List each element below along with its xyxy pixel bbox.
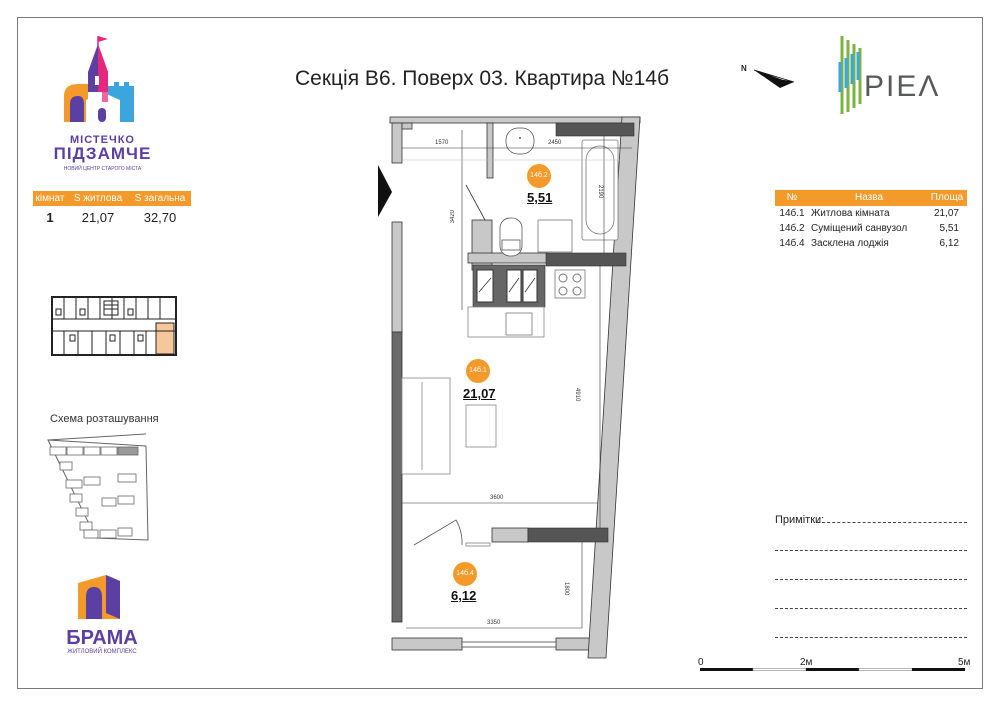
pidzamche-logo-icon	[64, 36, 134, 122]
notes-line	[775, 637, 967, 638]
room-name: Житлова кімната	[811, 208, 890, 219]
summary-header-rooms: кімнат	[35, 193, 65, 204]
location-scheme-title: Схема розташування	[50, 413, 159, 425]
brand-tagline: НОВИЙ ЦЕНТР СТАРОГО МІСТА	[63, 166, 142, 172]
riel-logo-icon	[838, 36, 862, 114]
rooms-header-area: Площа	[930, 192, 964, 203]
riel-logo-text: PIEΛ	[864, 70, 941, 103]
room-area: 21,07	[933, 208, 959, 219]
notes-line	[775, 579, 967, 580]
floor-overview-thumbnail	[51, 296, 177, 356]
room-area: 6,12	[939, 238, 959, 249]
rooms-header-name: Назва	[854, 192, 884, 203]
brama-tagline: ЖИТЛОВИЙ КОМПЛЕКС	[67, 649, 137, 655]
table-row: 14б.4 Засклена лоджія 6,12	[775, 237, 967, 251]
scale-label-5m: 5м	[958, 657, 971, 668]
scale-label-0: 0	[698, 657, 704, 668]
north-label: N	[741, 64, 747, 73]
room-area-bathroom: 5,51	[527, 190, 553, 205]
summary-total-area-value: 32,70	[143, 210, 177, 225]
dimension-2450: 2450	[548, 140, 562, 146]
dimension-3600: 3600	[490, 495, 504, 501]
brama-logo-icon	[78, 575, 120, 619]
rooms-header-number: №	[786, 192, 798, 203]
dimension-3350: 3350	[487, 620, 501, 626]
room-badge-bathroom: 14б.2	[527, 164, 551, 188]
table-row: 14б.1 Житлова кімната 21,07	[775, 207, 967, 221]
page-border	[17, 17, 983, 689]
rooms-table-header: № Назва Площа	[775, 190, 967, 206]
dimension-1570: 1570	[435, 140, 449, 146]
room-name: Суміщений санвузол	[811, 223, 908, 234]
room-badge-living: 14б.1	[466, 359, 490, 383]
notes-line	[817, 522, 967, 523]
dimension-3420: 3420	[450, 210, 456, 224]
summary-header-living-area: S житлова	[73, 193, 123, 204]
room-badge-loggia: 14б.4	[453, 562, 477, 586]
page-title: Секція В6. Поверх 03. Квартира №14б	[295, 67, 669, 90]
summary-header-total-area: S загальна	[134, 193, 186, 204]
north-arrow-icon	[753, 69, 795, 88]
room-area-living: 21,07	[463, 386, 496, 401]
room-area-loggia: 6,12	[451, 588, 477, 603]
summary-values: 1 21,07 32,70	[33, 210, 191, 225]
scale-label-2m: 2м	[800, 657, 813, 668]
notes-line	[775, 550, 967, 551]
brama-name: БРАМА	[66, 627, 138, 649]
summary-living-area-value: 21,07	[81, 210, 115, 225]
location-scheme-map	[47, 433, 149, 541]
dimension-1800: 1800	[563, 582, 569, 596]
room-name: Засклена лоджія	[811, 238, 889, 249]
room-area: 5,51	[939, 223, 959, 234]
entry-arrow-icon	[378, 165, 392, 217]
table-row: 14б.2 Суміщений санвузол 5,51	[775, 222, 967, 236]
brand-name-line1: МІСТЕЧКО	[70, 134, 135, 146]
dimension-2190: 2190	[597, 185, 603, 199]
floor-plan	[378, 116, 641, 659]
notes-line	[775, 608, 967, 609]
notes-label: Примітки:	[775, 514, 825, 526]
room-number: 14б.4	[779, 238, 805, 249]
dimension-4910: 4910	[574, 388, 580, 402]
brand-name-line2: ПІДЗАМЧЕ	[53, 144, 152, 163]
summary-header: кімнат S житлова S загальна	[33, 191, 191, 206]
room-number: 14б.1	[779, 208, 805, 219]
scale-bar	[700, 668, 965, 671]
summary-rooms-value: 1	[46, 210, 54, 225]
room-number: 14б.2	[779, 223, 805, 234]
